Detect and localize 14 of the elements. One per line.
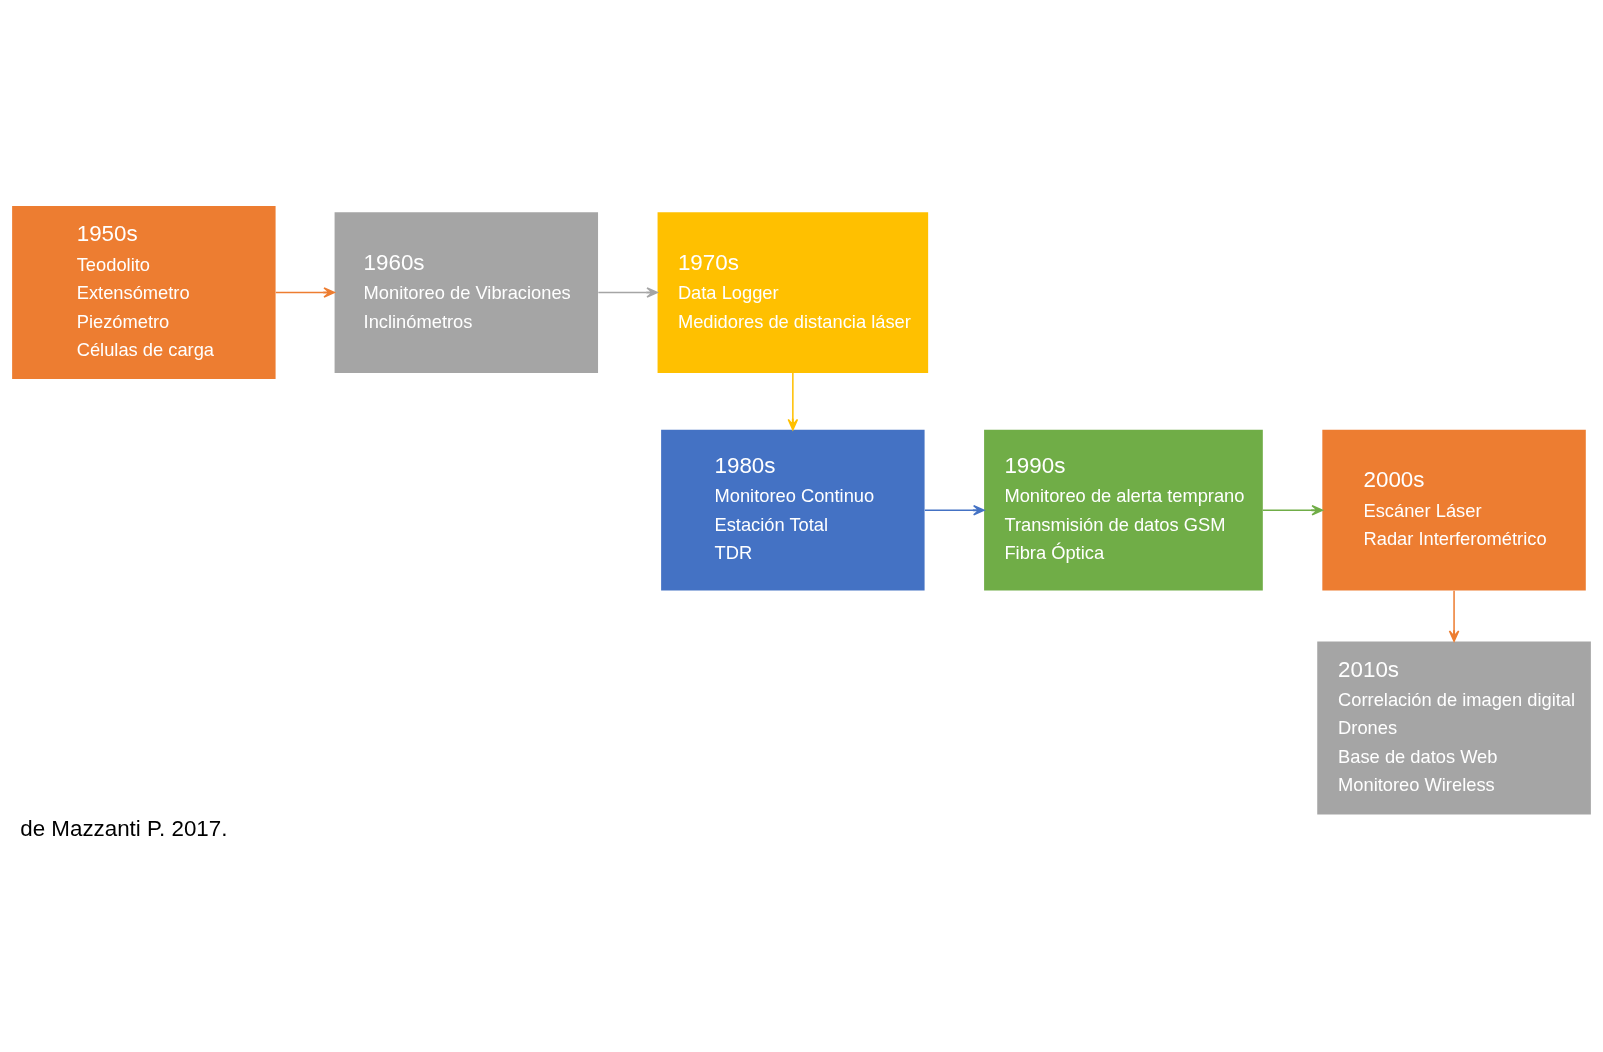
arrow — [597, 286, 658, 298]
node-box: 1950s Teodolito Extensómetro Piezómetro Células de carga — [12, 205, 276, 379]
node-box: 2010s Correlación de imagen digital Drones Base de datos Web Monitoreo Wireless — [1317, 640, 1591, 814]
arrow — [275, 286, 335, 298]
node-box: 1980s Monitoreo Continuo Estación Total TDR — [661, 429, 925, 591]
node-box: 2000s Escáner Láser Radar Interferométrico — [1322, 429, 1586, 591]
caption: de Mazzanti P. 2017. — [20, 815, 228, 841]
arrow — [1262, 504, 1324, 516]
node-box: 1990s Monitoreo de alerta temprano Transmisión de datos GSM Fibra Óptica — [984, 429, 1263, 591]
arrow — [924, 504, 985, 516]
arrow — [787, 371, 799, 430]
node-box: 1960s Monitoreo de Vibraciones Inclinómetros — [334, 211, 599, 373]
node-box: 1970s Data Logger Medidores de distancia láser — [657, 211, 929, 373]
arrow — [1448, 589, 1460, 642]
